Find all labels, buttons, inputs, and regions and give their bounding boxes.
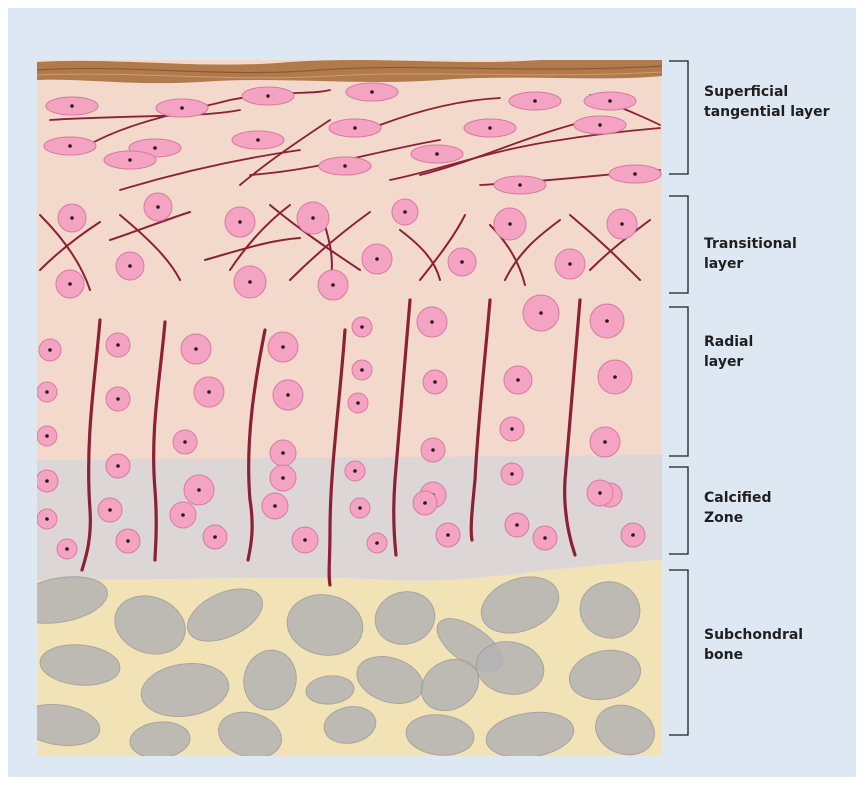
cell-nucleus [508,222,512,226]
cell-nucleus [613,375,617,379]
cell-nucleus [488,126,492,130]
cell-nucleus [273,504,277,508]
cell-nucleus [238,220,242,224]
cell-nucleus [48,348,52,352]
bracket-transitional [669,196,688,293]
cell-nucleus [568,262,572,266]
cell-nucleus [608,99,612,103]
cell-nucleus [431,448,435,452]
cell-nucleus [183,440,187,444]
cell-nucleus [510,427,514,431]
cell-nucleus [281,345,285,349]
cell-nucleus [631,533,635,537]
cell-nucleus [303,538,307,542]
cell-nucleus [360,368,364,372]
cell-nucleus [128,264,132,268]
cell-nucleus [633,172,637,176]
cell-nucleus [353,126,357,130]
cell-nucleus [433,380,437,384]
cell-nucleus [68,144,72,148]
bracket-superficial [669,61,688,174]
cell-nucleus [533,99,537,103]
cell-nucleus [156,205,160,209]
cell-nucleus [70,216,74,220]
cell-nucleus [370,90,374,94]
cell-nucleus [194,347,198,351]
bracket-subchondral [669,570,688,735]
cell-nucleus [358,506,362,510]
cell-nucleus [197,488,201,492]
cell-nucleus [435,152,439,156]
cell-nucleus [353,469,357,473]
cell-nucleus [45,479,49,483]
cell-nucleus [375,541,379,545]
cell-nucleus [213,535,217,539]
cell-nucleus [180,106,184,110]
cell-nucleus [281,476,285,480]
cell-nucleus [68,282,72,286]
cell-nucleus [286,393,290,397]
cell-nucleus [153,146,157,150]
cell-nucleus [515,523,519,527]
cell-nucleus [281,451,285,455]
cell-nucleus [248,280,252,284]
cell-nucleus [423,501,427,505]
cell-nucleus [510,472,514,476]
cell-nucleus [45,517,49,521]
cell-nucleus [65,547,69,551]
cell-nucleus [446,533,450,537]
cell-nucleus [116,464,120,468]
cell-nucleus [331,283,335,287]
cell-nucleus [375,257,379,261]
cell-nucleus [181,513,185,517]
cell-nucleus [518,183,522,187]
cell-nucleus [460,260,464,264]
cell-nucleus [45,390,49,394]
cell-nucleus [116,343,120,347]
bracket-radial [669,307,688,456]
bracket-calcified [669,467,688,554]
cell-nucleus [598,491,602,495]
cell-nucleus [207,390,211,394]
cell-nucleus [256,138,260,142]
cell-nucleus [516,378,520,382]
cell-nucleus [45,434,49,438]
cell-nucleus [430,320,434,324]
cell-nucleus [116,397,120,401]
cell-nucleus [605,319,609,323]
cell-nucleus [266,94,270,98]
cell-nucleus [70,104,74,108]
cell-nucleus [356,401,360,405]
cell-nucleus [343,164,347,168]
cell-nucleus [360,325,364,329]
cell-nucleus [126,539,130,543]
cell-nucleus [539,311,543,315]
cell-nucleus [620,222,624,226]
cell-nucleus [311,216,315,220]
cell-nucleus [543,536,547,540]
layer-brackets [669,61,688,735]
cell-nucleus [403,210,407,214]
cell-nucleus [108,508,112,512]
cell-nucleus [598,123,602,127]
cell-nucleus [603,440,607,444]
cell-nucleus [128,158,132,162]
